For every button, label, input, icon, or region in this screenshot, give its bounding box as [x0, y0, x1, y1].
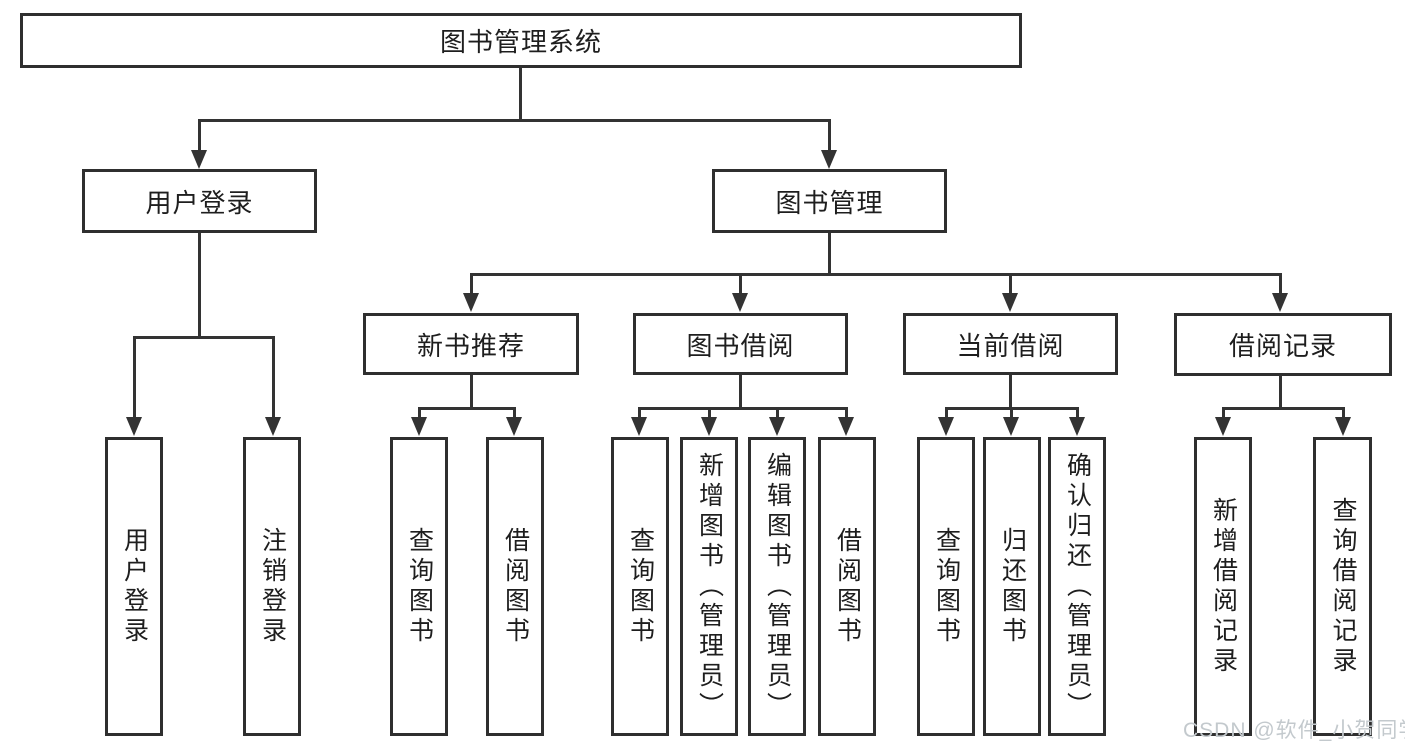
connector-vline [1222, 407, 1225, 418]
arrowhead-down [126, 417, 142, 436]
leaf-return-book-label: 归还图书 [998, 526, 1027, 647]
arrowhead-down [265, 417, 281, 436]
arrowhead-down [191, 150, 207, 169]
arrowhead-down [1003, 417, 1019, 436]
leaf-edit-book-admin: 编辑图书（管理员） [748, 437, 806, 736]
connector-vline [739, 375, 742, 410]
leaf-add-borrow-record-label: 新增借阅记录 [1209, 496, 1238, 677]
leaf-borrow-book-label: 借阅图书 [501, 526, 530, 647]
connector-hline [133, 336, 275, 339]
arrowhead-down [506, 417, 522, 436]
leaf-query-book: 查询图书 [917, 437, 975, 736]
node-library-system: 图书管理系统 [20, 13, 1022, 68]
node-user-login-label: 用户登录 [145, 187, 254, 218]
node-book-management-label: 图书管理 [775, 187, 884, 218]
node-borrowing-records: 借阅记录 [1174, 313, 1392, 376]
arrowhead-down [838, 417, 854, 436]
connector-vline [133, 336, 136, 417]
leaf-query-borrow-record: 查询借阅记录 [1313, 437, 1372, 736]
connector-vline [272, 336, 275, 417]
leaf-edit-book-admin-label: 编辑图书（管理员） [763, 451, 792, 722]
leaf-add-book-admin-label: 新增图书（管理员） [695, 451, 724, 722]
node-book-borrowing: 图书借阅 [633, 313, 848, 375]
connector-vline [945, 407, 948, 418]
leaf-query-book: 查询图书 [390, 437, 448, 736]
node-new-book-recommend: 新书推荐 [363, 313, 579, 375]
leaf-confirm-return-admin: 确认归还（管理员） [1048, 437, 1106, 736]
node-borrowing-records-label: 借阅记录 [1228, 331, 1337, 361]
connector-vline [1010, 407, 1013, 418]
leaf-query-book-label: 查询图书 [405, 526, 434, 647]
connector-vline [1009, 273, 1012, 294]
connector-vline [845, 407, 848, 418]
leaf-query-borrow-record-label: 查询借阅记录 [1329, 496, 1357, 677]
connector-vline [828, 233, 831, 275]
leaf-add-book-admin: 新增图书（管理员） [680, 437, 738, 736]
connector-vline [198, 119, 201, 150]
connector-vline [739, 273, 742, 294]
leaf-user-login-label: 用户登录 [120, 526, 149, 647]
connector-vline [776, 407, 779, 418]
connector-hline [418, 407, 516, 410]
connector-vline [708, 407, 711, 418]
connector-vline [418, 407, 421, 418]
leaf-add-borrow-record: 新增借阅记录 [1194, 437, 1252, 736]
connector-vline [638, 407, 641, 418]
connector-vline [1279, 375, 1282, 410]
connector-vline [1342, 407, 1345, 418]
leaf-logout: 注销登录 [243, 437, 301, 736]
connector-vline [519, 68, 522, 119]
arrowhead-down [411, 417, 427, 436]
arrowhead-down [732, 293, 748, 312]
arrowhead-down [701, 417, 717, 436]
arrowhead-down [1002, 293, 1018, 312]
leaf-return-book: 归还图书 [983, 437, 1041, 736]
connector-vline [470, 375, 473, 410]
arrowhead-down [463, 293, 479, 312]
arrowhead-down [769, 417, 785, 436]
arrowhead-down [1272, 293, 1288, 312]
leaf-confirm-return-admin-label: 确认归还（管理员） [1063, 451, 1092, 722]
node-book-management: 图书管理 [712, 169, 947, 233]
node-new-book-recommend-label: 新书推荐 [416, 330, 525, 361]
connector-vline [198, 233, 201, 338]
node-book-borrowing-label: 图书借阅 [686, 330, 795, 361]
connector-hline [1222, 407, 1344, 410]
connector-vline [828, 119, 831, 150]
arrowhead-down [821, 150, 837, 169]
node-current-borrowing: 当前借阅 [903, 313, 1118, 375]
connector-vline [1009, 375, 1012, 410]
leaf-user-login: 用户登录 [105, 437, 163, 736]
leaf-borrow-book: 借阅图书 [486, 437, 544, 736]
node-current-borrowing-label: 当前借阅 [956, 330, 1065, 361]
leaf-query-book-label: 查询图书 [932, 526, 961, 647]
connector-vline [513, 407, 516, 418]
arrowhead-down [1335, 417, 1351, 436]
leaf-query-book-label: 查询图书 [626, 526, 655, 647]
node-library-system-label: 图书管理系统 [439, 27, 602, 57]
watermark: CSDN @软件_小贺同学 [1183, 719, 1405, 742]
connector-hline [638, 407, 847, 410]
arrowhead-down [938, 417, 954, 436]
arrowhead-down [1069, 417, 1085, 436]
arrowhead-down [631, 417, 647, 436]
leaf-borrow-book: 借阅图书 [818, 437, 876, 736]
leaf-query-book: 查询图书 [611, 437, 669, 736]
node-user-login: 用户登录 [82, 169, 317, 233]
connector-vline [470, 273, 473, 294]
leaf-logout-label: 注销登录 [258, 526, 287, 647]
connector-hline [198, 119, 831, 122]
connector-hline [470, 273, 1282, 276]
connector-vline [1076, 407, 1079, 418]
connector-vline [1279, 273, 1282, 294]
arrowhead-down [1215, 417, 1231, 436]
leaf-borrow-book-label: 借阅图书 [833, 526, 862, 647]
